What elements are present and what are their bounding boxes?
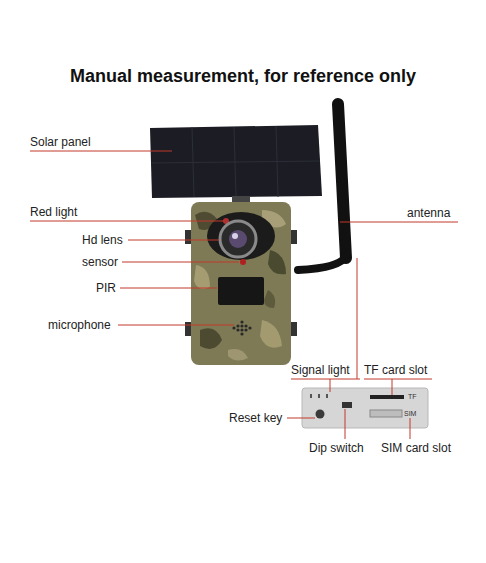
part-label: sensor [82,255,118,269]
panel-grid [151,126,320,197]
part-label: Solar panel [30,135,91,149]
part-label: Signal light [291,363,350,377]
sim-slot [370,410,402,417]
lens-housing [207,212,275,260]
reset-key [316,410,325,419]
page-title: Manual measurement, for reference only [0,66,486,87]
dip-switch [342,402,352,408]
camo-pattern [194,210,286,361]
part-label: Hd lens [82,233,123,247]
tf-slot [370,395,404,399]
camera-body [191,202,291,365]
slot-marking: TF [408,393,417,401]
part-label: microphone [48,318,111,332]
lens-glass [229,230,247,248]
antenna-rod [338,104,346,258]
slot-marking: SIM [404,410,416,418]
part-label: Reset key [229,411,282,425]
part-label: antenna [407,206,450,220]
part-label: TF card slot [364,363,427,377]
control-panel [302,388,428,428]
signal-lights [310,394,328,398]
microphone-grille [232,320,251,335]
hd-lens [220,221,256,257]
part-label: SIM card slot [381,441,451,455]
lens-highlight [232,233,238,239]
light-sensor [240,259,246,265]
pir-window [218,277,264,305]
solar-panel [150,125,322,198]
part-label: PIR [96,281,116,295]
antenna-arm [298,256,346,270]
part-label: Dip switch [309,441,364,455]
part-label: Red light [30,205,77,219]
leader-lines [30,151,458,439]
